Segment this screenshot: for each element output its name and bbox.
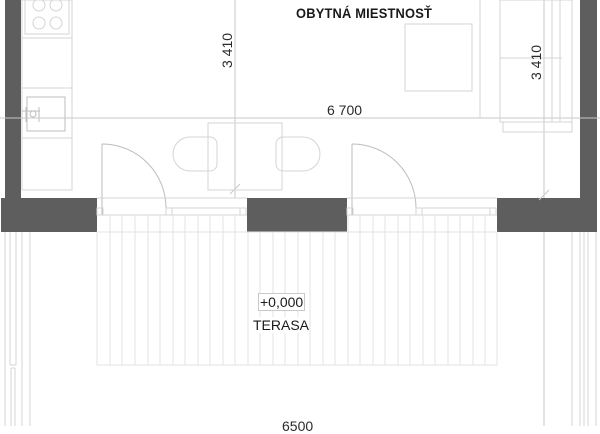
room-label-terrace: TERASA xyxy=(253,317,310,333)
wall-bottom-right xyxy=(497,198,597,232)
wall-bottom-middle xyxy=(247,198,347,232)
terrace-deck xyxy=(96,215,498,366)
sink-icon xyxy=(22,96,66,132)
dimension-height-left: 3 410 xyxy=(219,32,235,68)
dimension-height-right: 3 410 xyxy=(528,44,544,80)
level-marker: +0,000 xyxy=(258,293,306,311)
door-right xyxy=(346,143,497,216)
room-label-living: OBYTNÁ MIESTNOSŤ xyxy=(296,5,433,21)
railing-left xyxy=(4,232,31,426)
wall-left xyxy=(5,0,21,232)
dimension-terrace-width: 6500 xyxy=(282,418,314,434)
door-left xyxy=(96,143,247,216)
coffee-table xyxy=(404,23,473,92)
railing-right xyxy=(543,232,597,426)
kitchen-counter xyxy=(21,0,73,191)
table-with-chairs xyxy=(172,122,321,191)
wall-bottom-left xyxy=(1,198,97,232)
wall-right xyxy=(580,0,597,232)
dimension-width: 6 700 xyxy=(327,102,363,118)
stove-icon xyxy=(24,0,70,35)
sofa xyxy=(479,0,573,133)
